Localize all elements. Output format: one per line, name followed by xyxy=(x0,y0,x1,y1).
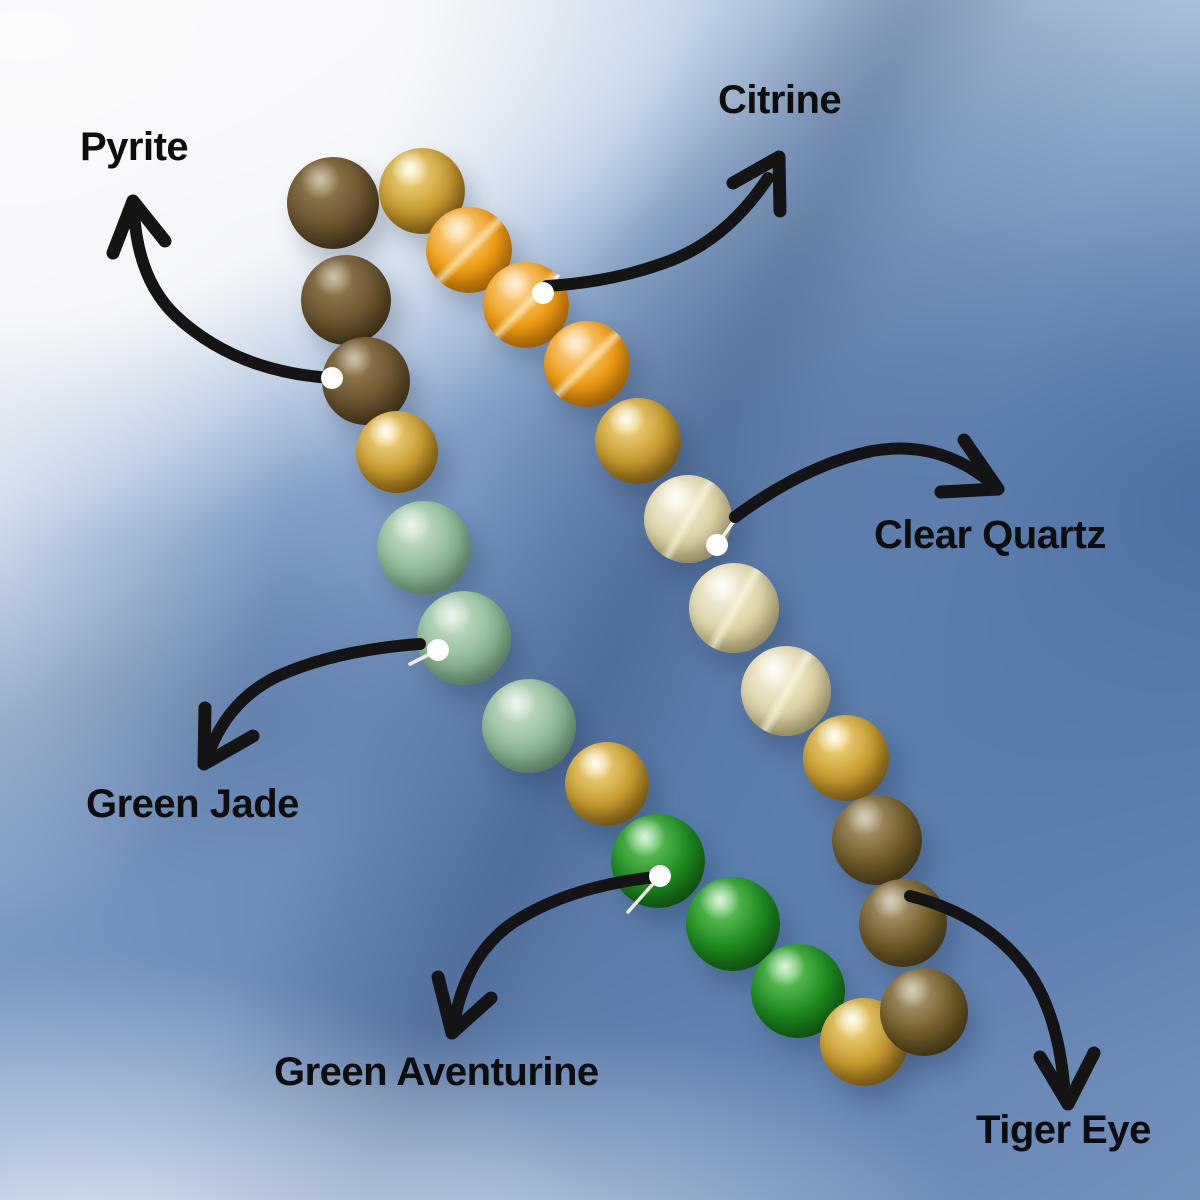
bead-pyrite xyxy=(301,255,391,345)
arrow-shaft-pyrite xyxy=(128,206,338,384)
bead-tigereye xyxy=(859,879,947,967)
label-tiger-eye: Tiger Eye xyxy=(976,1108,1151,1152)
anchor-dot-clear-quartz xyxy=(706,534,728,556)
label-green-jade: Green Jade xyxy=(86,782,299,826)
bead-tigereye xyxy=(832,795,922,885)
arrow-shaft-citrine xyxy=(541,172,774,292)
bead-gold xyxy=(565,742,649,826)
bead-jade xyxy=(417,591,511,685)
arrow-head-tiger-eye xyxy=(1033,1046,1101,1111)
bead-quartz xyxy=(741,646,831,736)
bead-aventurine xyxy=(686,877,780,971)
anchor-dot-citrine xyxy=(532,282,554,304)
bead-quartz xyxy=(689,563,779,653)
bead-pyrite xyxy=(287,157,379,249)
bead-citrine xyxy=(544,321,630,407)
arrow-head-citrine xyxy=(726,150,787,218)
arrow-head-green-aventurine xyxy=(431,970,498,1040)
bead-jade xyxy=(482,679,576,773)
label-clear-quartz: Clear Quartz xyxy=(874,513,1106,557)
arrow-head-green-jade xyxy=(197,701,260,771)
label-citrine: Citrine xyxy=(718,78,842,122)
bead-aventurine xyxy=(611,814,705,908)
bead-gold xyxy=(595,398,681,484)
label-green-aventurine: Green Aventurine xyxy=(274,1050,599,1094)
arrow-shaft-clear-quartz xyxy=(729,442,991,523)
arrow-shaft-green-jade xyxy=(204,638,426,756)
anchor-dot-green-aventurine xyxy=(649,865,671,887)
bead-jade xyxy=(377,501,471,595)
arrow-shaft-green-aventurine xyxy=(449,871,662,1024)
anchor-dot-pyrite xyxy=(321,367,343,389)
bead-tigereye xyxy=(880,968,968,1056)
arrow-head-clear-quartz xyxy=(934,433,1005,499)
bead-gold xyxy=(356,411,438,493)
arrow-shaft-tiger-eye xyxy=(904,890,1070,1091)
arrow-head-pyrite xyxy=(106,194,172,260)
label-pyrite: Pyrite xyxy=(80,125,189,169)
bead-gold xyxy=(803,715,889,801)
anchor-dot-green-jade xyxy=(427,639,449,661)
